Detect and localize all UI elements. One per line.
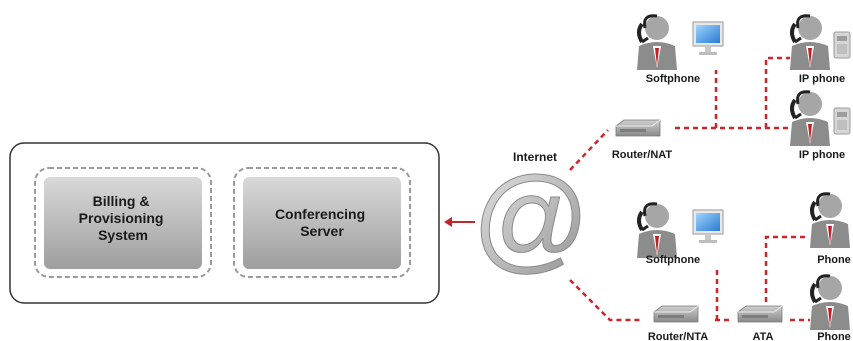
phone-1-label: Phone: [817, 254, 851, 266]
billing-provisioning-box: [44, 177, 202, 269]
ata-device-icon: [737, 305, 783, 323]
conferencing-label-line-1: Conferencing: [275, 206, 365, 222]
ip-phone-2-icon-group: [788, 89, 851, 148]
router-nat-label: Router/NAT: [612, 149, 673, 161]
conferencing-dashed-outline: [233, 167, 411, 278]
internet-label: Internet: [513, 150, 557, 164]
link-internet-router-nta: [569, 279, 640, 322]
router-nta-icon: [653, 305, 699, 323]
ata-label: ATA: [753, 331, 774, 341]
billing-label-line-1: Billing &: [93, 193, 150, 209]
billing-label: Billing & Provisioning System: [79, 193, 168, 243]
internet-to-panel-arrowhead: [444, 217, 452, 227]
internet-at-symbol: @: [472, 153, 590, 283]
phone-1-icon-group: [808, 191, 852, 250]
user-icon: [808, 273, 852, 332]
softphone-top-icon-group: [635, 13, 724, 72]
billing-dashed-outline: [34, 167, 212, 278]
conferencing-server-box: [243, 177, 401, 269]
user-icon: [788, 89, 832, 148]
conferencing-label: Conferencing Server: [275, 206, 369, 239]
ip-phone-1-label: IP phone: [799, 73, 845, 85]
link-ip-phone-1: [764, 56, 790, 128]
link-internet-router-nat: [569, 129, 609, 171]
desk-phone-icon: [833, 107, 851, 135]
user-icon: [635, 201, 679, 260]
ip-phone-2-label: IP phone: [799, 149, 845, 161]
user-icon: [635, 13, 679, 72]
desk-phone-icon: [833, 31, 851, 59]
softphone-bottom-icon-group: [635, 201, 724, 260]
phone-2-icon-group: [808, 273, 852, 332]
ip-phone-1-icon-group: [788, 13, 851, 72]
user-icon: [808, 191, 852, 250]
router-nta-label: Router/NTA: [648, 331, 708, 341]
phone-2-label: Phone: [817, 331, 851, 341]
link-ata-phone-1: [764, 235, 808, 320]
billing-label-line-3: System: [98, 227, 148, 243]
softphone-top-label: Softphone: [646, 73, 700, 85]
router-nat-icon: [615, 119, 661, 137]
user-icon: [788, 13, 832, 72]
network-links: [569, 56, 810, 322]
conferencing-label-line-2: Server: [300, 223, 344, 239]
softphone-bottom-label: Softphone: [646, 254, 700, 266]
monitor-icon: [692, 209, 724, 244]
billing-label-line-2: Provisioning: [79, 210, 164, 226]
monitor-icon: [692, 21, 724, 56]
